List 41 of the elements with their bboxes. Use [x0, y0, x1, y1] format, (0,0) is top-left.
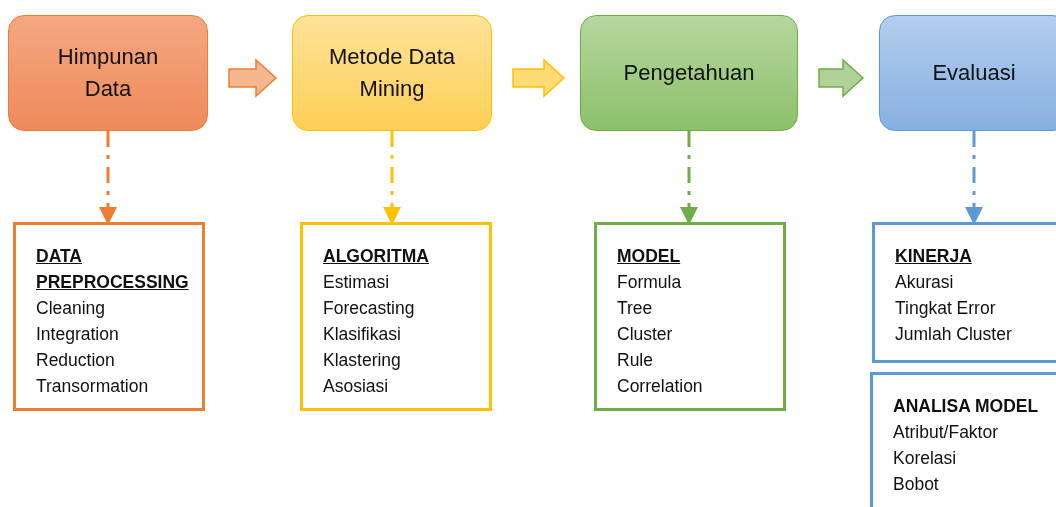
block-arrow	[512, 58, 566, 98]
list-heading: KINERJA	[895, 245, 973, 268]
list-item: Formula	[617, 271, 682, 294]
list-box	[872, 222, 1056, 363]
list-item: Korelasi	[893, 447, 957, 470]
list-item: Atribut/Faktor	[893, 421, 999, 444]
list-item: Klasifikasi	[323, 323, 401, 346]
list-item: Rule	[617, 349, 653, 372]
list-item: Jumlah Cluster	[895, 323, 1012, 346]
list-item: Tree	[617, 297, 653, 320]
list-box	[870, 372, 1056, 507]
list-item: Bobot	[893, 473, 939, 496]
box-title: Metode Data Mining	[328, 43, 456, 103]
list-heading: ALGORITMA	[323, 245, 430, 268]
list-item: Estimasi	[323, 271, 390, 294]
process-box	[879, 15, 1056, 131]
list-item: Klastering	[323, 349, 401, 372]
list-box	[13, 222, 205, 411]
block-arrow	[228, 58, 278, 98]
block-arrow	[818, 58, 865, 98]
list-item: Integration	[36, 323, 119, 346]
list-heading: ANALISA MODEL	[893, 395, 1040, 418]
list-item: Cluster	[617, 323, 673, 346]
list-item: Akurasi	[895, 271, 954, 294]
box-title: Evaluasi	[932, 59, 1016, 88]
box-title: Himpunan Data	[56, 43, 160, 103]
list-heading: MODEL	[617, 245, 682, 268]
process-box	[580, 15, 798, 131]
list-box	[300, 222, 492, 411]
list-box	[594, 222, 786, 411]
list-item: Cleaning	[36, 297, 106, 320]
box-title: Pengetahuan	[623, 59, 755, 88]
process-box	[292, 15, 492, 131]
process-box	[8, 15, 208, 131]
list-item: Asosiasi	[323, 375, 389, 398]
list-item: Forecasting	[323, 297, 415, 320]
list-heading: DATA PREPROCESSING	[36, 245, 189, 294]
list-item: Tingkat Error	[895, 297, 996, 320]
list-item: Reduction	[36, 349, 115, 372]
list-item: Transormation	[36, 375, 149, 398]
list-item: Correlation	[617, 375, 703, 398]
